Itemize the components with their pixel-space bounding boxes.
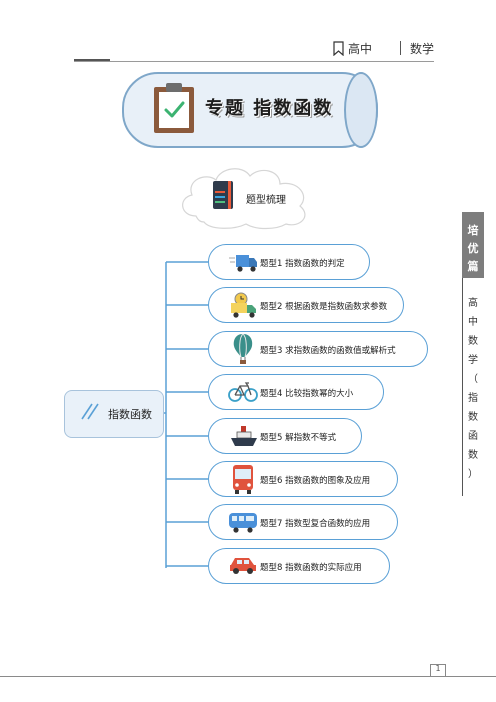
mindmap-root — [64, 390, 164, 438]
mindmap-node-label: 题型6 指数函数的图象及应用 — [260, 476, 371, 486]
section-label: 题型梳理 — [246, 195, 286, 206]
hot-air-balloon-icon — [232, 333, 254, 369]
mindmap-node-label: 题型1 指数函数的判定 — [260, 259, 345, 269]
side-label-char: 数 — [468, 412, 478, 423]
slash-lines-icon — [80, 401, 102, 425]
side-label-char: 指 — [468, 393, 478, 404]
car-icon — [228, 554, 258, 580]
delivery-truck-icon — [228, 291, 258, 323]
bicycle-icon — [228, 381, 258, 407]
mindmap-node-label: 题型3 求指数函数的函数值或解析式 — [260, 346, 396, 356]
page-number-box — [430, 664, 446, 676]
side-label-char: （ — [468, 374, 478, 385]
tram-icon — [228, 510, 258, 538]
side-tab-char: 培 — [467, 224, 479, 237]
ship-icon — [230, 424, 258, 452]
side-label-char: 高 — [468, 298, 478, 309]
mindmap-node-label: 题型8 指数函数的实际应用 — [260, 563, 362, 573]
mindmap-node-label: 题型4 比较指数幂的大小 — [260, 389, 354, 399]
header-separator — [400, 41, 401, 55]
side-tab-char: 篇 — [467, 260, 479, 273]
side-label-char: 数 — [468, 336, 478, 347]
mindmap-node-label: 题型2 根据函数是指数函数求参数 — [260, 302, 388, 312]
side-label-char: ） — [468, 469, 478, 480]
page-title: 专题 指数函数 — [205, 98, 334, 119]
truck-icon — [228, 250, 258, 278]
side-tab-char: 优 — [467, 242, 479, 255]
header-level: 高中 — [348, 42, 373, 56]
side-label-char: 学 — [468, 355, 478, 366]
footer-rule — [0, 676, 496, 677]
mindmap-root-label: 指数函数 — [108, 408, 152, 421]
mindmap-node-label: 题型7 指数型复合函数的应用 — [260, 519, 371, 529]
bookmark-icon — [333, 41, 344, 60]
side-label-char: 函 — [468, 431, 478, 442]
side-label-char: 数 — [468, 450, 478, 461]
header-rule — [74, 61, 434, 62]
bus-icon — [230, 463, 256, 499]
side-rule — [462, 278, 463, 496]
header-accent-line — [74, 59, 110, 61]
header-subject: 数学 — [410, 42, 435, 56]
mindmap-node-5 — [208, 418, 362, 454]
clipboard-check-icon — [152, 82, 196, 138]
side-tab — [462, 212, 484, 278]
side-label-char: 中 — [468, 317, 478, 328]
title-banner-cap — [344, 72, 378, 148]
mindmap-node-label: 题型5 解指数不等式 — [260, 433, 337, 443]
page-number: 1 — [435, 664, 441, 673]
notebook-icon — [212, 180, 234, 214]
